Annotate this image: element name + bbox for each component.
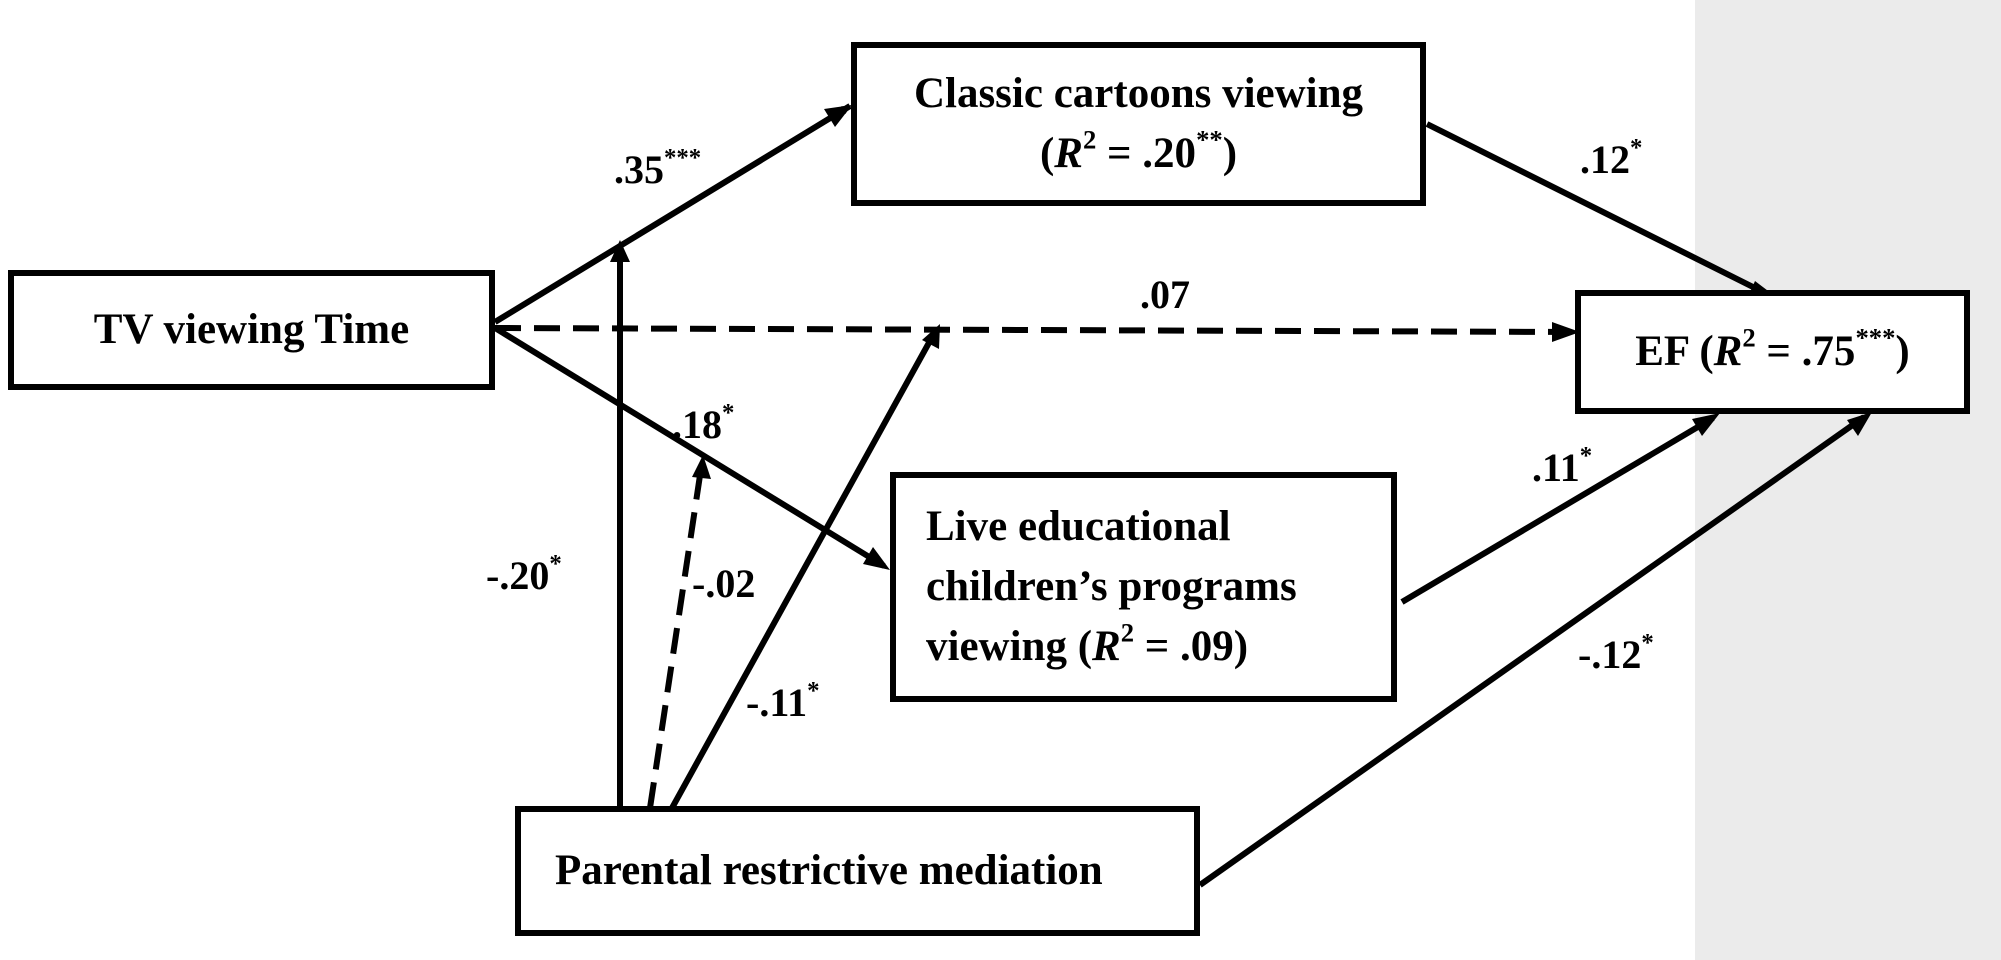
arrowhead-tv-to-classic [824, 105, 852, 127]
arrow-parental-to-ef [1198, 414, 1866, 888]
arrowhead-parental-to-tvlive [692, 455, 711, 479]
arrowhead-parental-to-ef [1847, 412, 1872, 436]
gray-side-panel [1695, 0, 2001, 960]
tv-title: TV viewing Time [93, 305, 410, 353]
arrowhead-live-to-ef [1692, 413, 1720, 436]
arrow-parental-to-tvlive-path [647, 461, 705, 809]
arrow-classic-to-ef [1425, 121, 1767, 296]
classic-r2: (R2 = .20**) [1039, 124, 1238, 177]
parental-title: Parental restrictive mediation [555, 846, 1103, 894]
coef-parental-tvlive: -.02 [692, 561, 756, 606]
live-line2: children’s programs [926, 562, 1297, 610]
node-parental-mediation: Parental restrictive mediation [515, 806, 1200, 936]
arrow-tv-to-ef [494, 325, 1571, 335]
arrowhead-tv-to-ef [1552, 322, 1580, 342]
coef-parental-tvclassic: -.20* [486, 550, 562, 598]
live-line3: viewing (R2 = .09) [926, 617, 1249, 671]
arrow-parental-to-tvef-path [669, 328, 939, 810]
node-live-educational: Live educational children’s programs vie… [890, 472, 1397, 702]
classic-title: Classic cartoons viewing [913, 69, 1364, 117]
coef-tv-live: .18* [672, 399, 735, 447]
coef-live-ef: .11* [1532, 442, 1593, 490]
ef-label: EF (R2 = .75***) [1635, 322, 1910, 375]
arrow-tv-to-live [493, 325, 886, 569]
arrow-tv-to-classic [493, 103, 852, 325]
arrowhead-parental-to-tvef [922, 324, 940, 349]
arrowhead-parental-to-tvclassic [610, 240, 630, 262]
live-line1: Live educational [926, 502, 1231, 550]
arrow-live-to-ef [1400, 415, 1715, 605]
coef-tv-ef: .07 [1140, 272, 1190, 317]
node-tv-viewing-time: TV viewing Time [8, 270, 495, 390]
coef-parental-tvef: -.11* [746, 677, 820, 725]
node-classic-cartoons: Classic cartoons viewing (R2 = .20**) [851, 42, 1426, 206]
coef-classic-ef: .12* [1580, 134, 1643, 182]
node-ef: EF (R2 = .75***) [1575, 290, 1970, 414]
coef-parental-ef: -.12* [1578, 629, 1654, 677]
coef-tv-classic: .35*** [614, 144, 702, 192]
arrowhead-tv-to-live [863, 547, 890, 570]
